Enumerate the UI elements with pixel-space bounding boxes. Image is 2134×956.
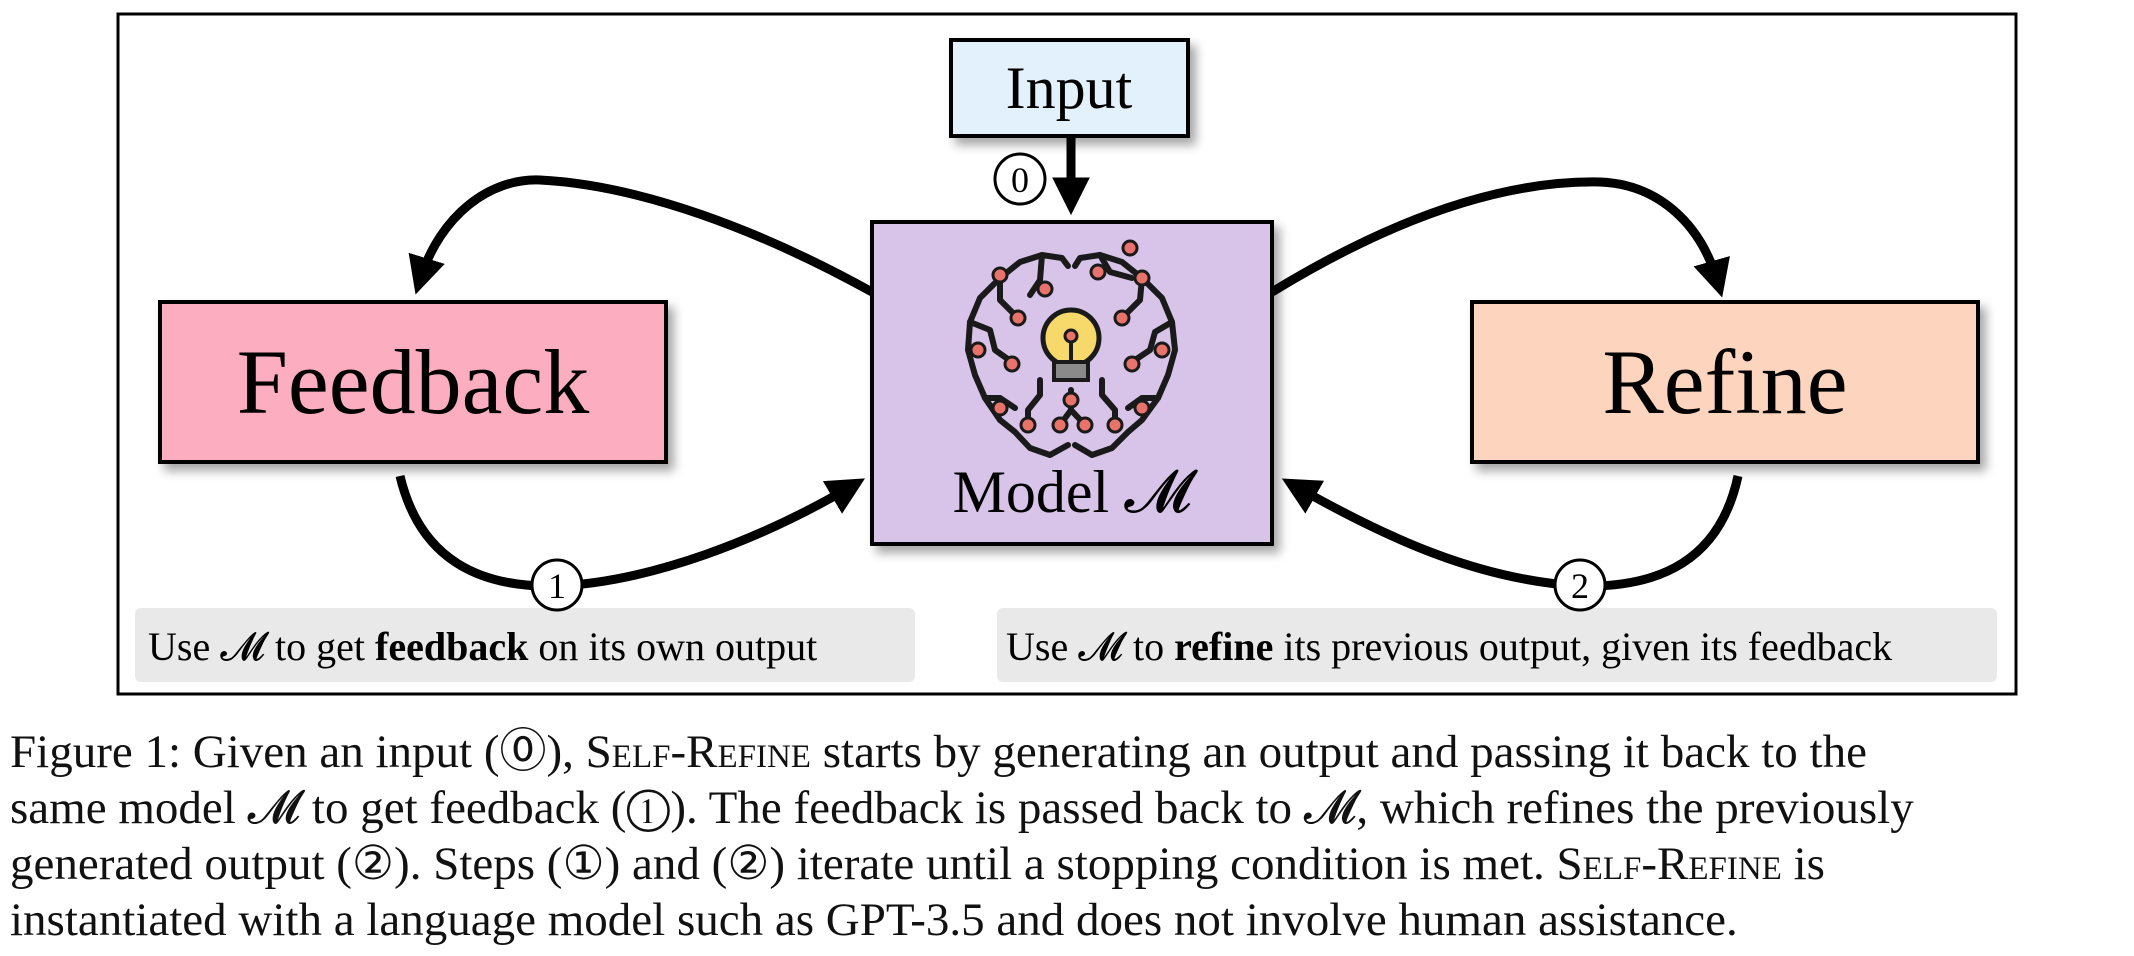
input-label: Input — [1006, 55, 1133, 121]
feedback-description-box — [135, 608, 915, 682]
figure-caption: Figure 1: Given an input (⓪), Self-Refin… — [10, 724, 2124, 948]
svg-text:2: 2 — [1571, 566, 1589, 606]
caption-line-3: generated output (②). Steps (①) and (②) … — [10, 838, 1825, 890]
feedback-node: Feedback — [158, 300, 668, 464]
caption-line-4: instantiated with a language model such … — [10, 894, 1738, 946]
refine-description: Use 𝓜 to refine its previous output, giv… — [1006, 624, 1892, 669]
caption-line-1: Figure 1: Given an input (⓪), Self-Refin… — [10, 726, 1867, 778]
step-2-marker: 2 — [1553, 558, 1607, 612]
feedback-description: Use 𝓜 to get feedback on its own output — [148, 624, 817, 669]
lightbulb-icon — [1040, 307, 1102, 382]
feedback-to-model-arrow — [395, 474, 866, 591]
svg-text:1: 1 — [548, 566, 566, 606]
refine-node: Refine — [1470, 300, 1980, 464]
input-node: Input — [949, 38, 1190, 138]
model-to-feedback-arrow — [408, 175, 875, 296]
model-to-refine-arrow — [1269, 177, 1730, 298]
refine-description-box — [997, 608, 1997, 682]
feedback-label: Feedback — [237, 331, 590, 433]
svg-text:0: 0 — [1011, 160, 1029, 200]
self-refine-diagram: Input Feedback Refine — [116, 12, 2018, 696]
caption-line-2: same model 𝓜 to get feedback (①). The fe… — [10, 782, 1914, 834]
circuit-node-dots — [969, 239, 1171, 434]
refine-to-model-arrow — [1281, 475, 1743, 591]
step-1-marker: 1 — [530, 558, 584, 612]
refine-label: Refine — [1602, 331, 1847, 433]
figure-frame — [116, 12, 2018, 696]
model-node: Model 𝓜 — [870, 220, 1274, 546]
model-label: Model 𝓜 — [953, 459, 1199, 525]
step-0-marker: 0 — [993, 152, 1047, 206]
